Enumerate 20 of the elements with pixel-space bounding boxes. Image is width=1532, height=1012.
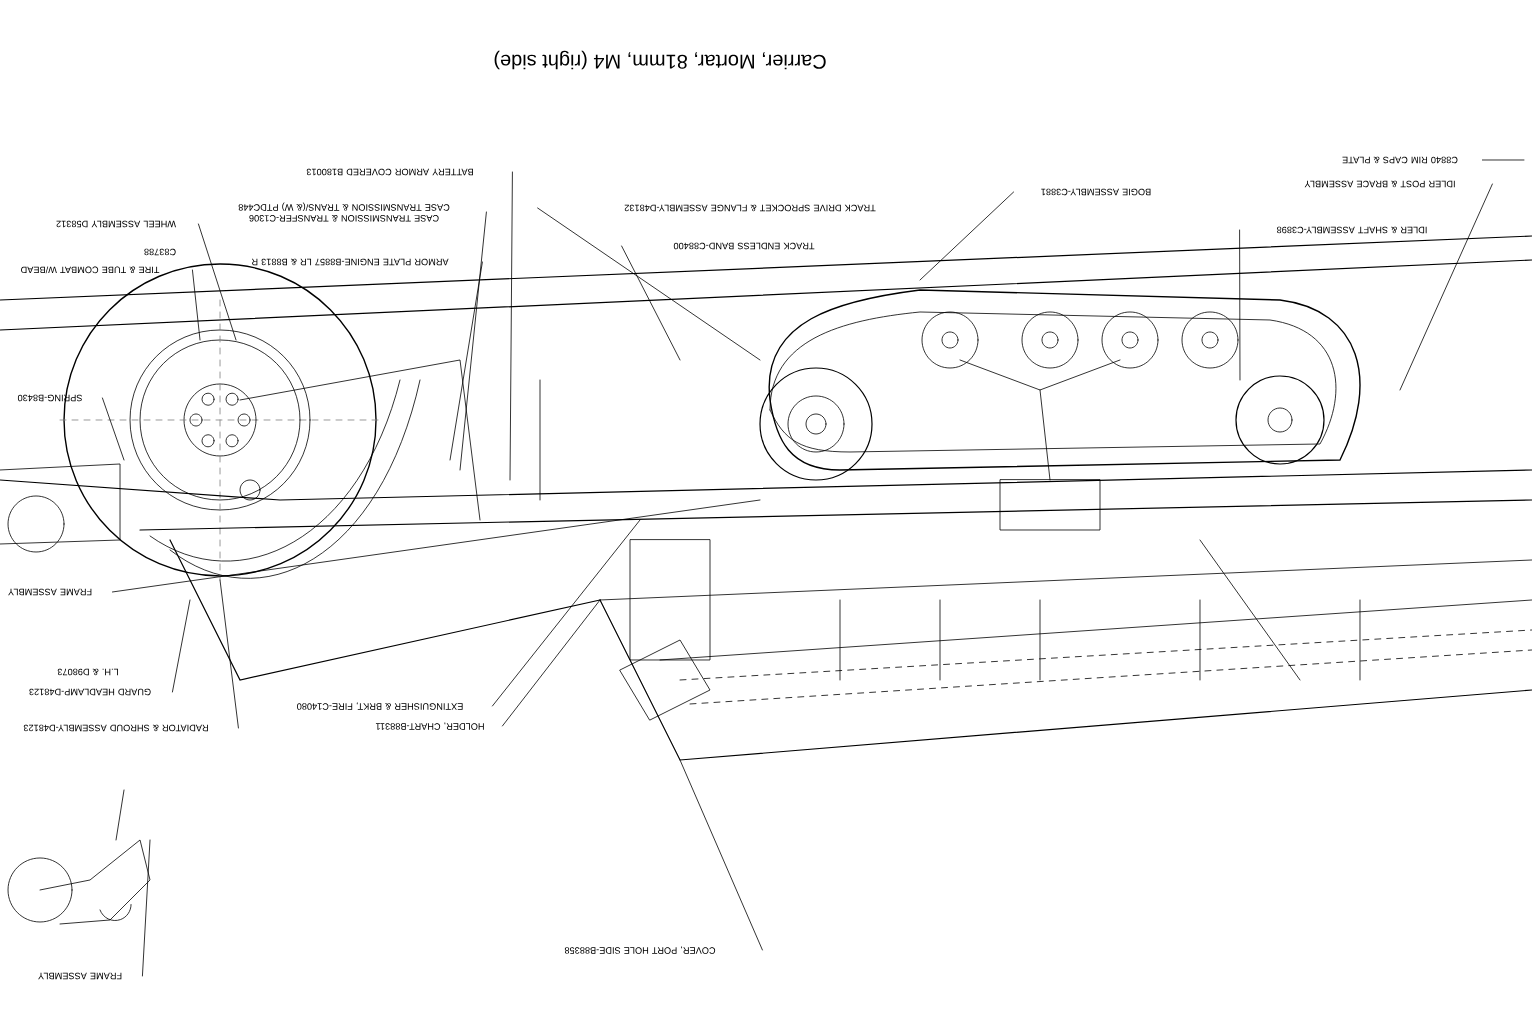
leader-line [502,599,601,727]
leader-line [172,599,191,693]
leader-line [142,839,151,977]
leader-line [537,207,761,361]
leader-line [509,171,513,481]
leader-line [1239,229,1241,381]
leader-line [459,211,487,471]
leader-line [112,499,761,593]
leader-line [492,519,641,707]
leader-line [192,269,201,341]
leader-line [919,191,1014,281]
title: Carrier, Mortar, 81mm, M4 (right side) [494,50,826,70]
leader-line [1399,183,1493,391]
leader-line [219,579,239,729]
leader-line [102,397,125,461]
leader-line [1482,159,1525,161]
leader-line [449,261,483,461]
leader-line [198,223,237,341]
leader-line [679,759,763,951]
leader-line [621,245,681,361]
